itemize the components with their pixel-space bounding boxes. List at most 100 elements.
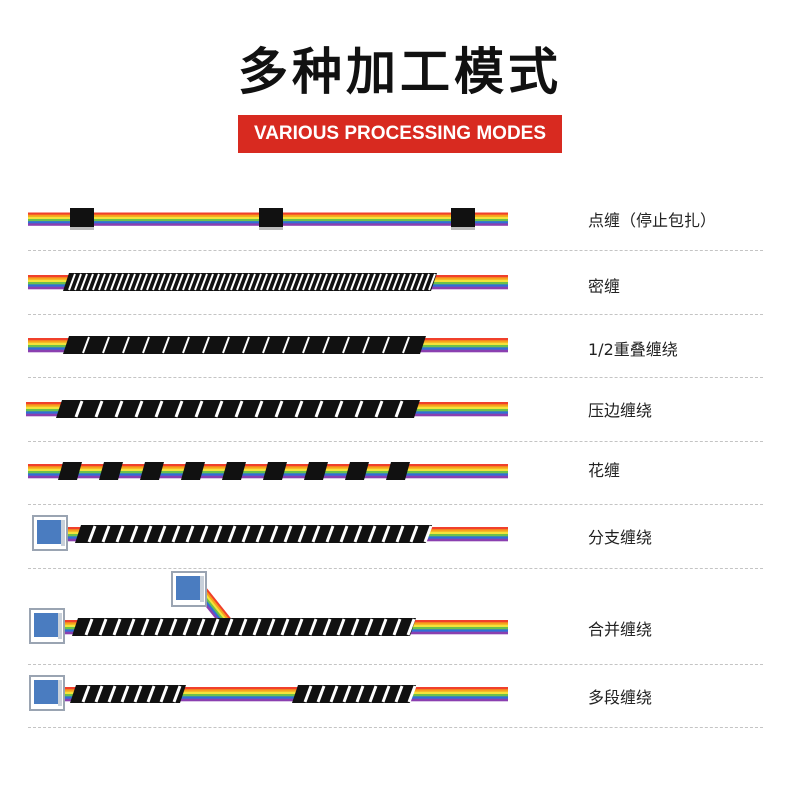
mode-label: 压边缠绕 — [588, 401, 653, 420]
tape-overlap-line — [68, 273, 76, 291]
wrap-segment — [56, 400, 420, 418]
tape-overlap-line — [296, 273, 304, 291]
tape-overlap-line — [404, 273, 412, 291]
mode-row-pattern: 花缠 — [0, 448, 800, 498]
tape-overlap-line — [159, 685, 169, 703]
tape-overlap-line — [344, 273, 352, 291]
tape-overlap-line — [102, 336, 110, 354]
row-divider — [28, 314, 763, 315]
tape-overlap-line — [284, 273, 292, 291]
tape-overlap-line — [222, 336, 230, 354]
tape-overlap-line — [368, 273, 376, 291]
pattern-wrap-diagram-icon — [28, 462, 508, 480]
ribbon-band — [56, 689, 508, 692]
tape-overlap-line — [294, 618, 304, 636]
ribbon-band — [56, 694, 508, 697]
tape-overlap-line — [122, 336, 130, 354]
tape-overlap-line — [314, 273, 322, 291]
branch-wrap-diagram-icon — [32, 515, 508, 551]
ribbon-band — [56, 691, 508, 695]
tape-overlap-line — [194, 400, 204, 418]
tape-overlap-line — [241, 525, 251, 543]
tape-overlap-line — [254, 273, 262, 291]
tape-overlap-line — [297, 525, 307, 543]
tape-overlap-line — [154, 400, 164, 418]
tape-overlap-line — [422, 273, 430, 291]
tape-overlap-line — [339, 525, 349, 543]
tape-overlap-line — [128, 273, 136, 291]
mode-label: 1/2重叠缠绕 — [588, 340, 678, 359]
tape-overlap-line — [164, 273, 172, 291]
tape-body — [63, 336, 426, 354]
multi-segment-wrap-diagram-icon — [29, 675, 508, 711]
tape-overlap-line — [238, 618, 248, 636]
tape-overlap-line — [394, 400, 404, 418]
connector-face — [37, 520, 61, 544]
tape-overlap-line — [101, 525, 111, 543]
tape-overlap-line — [188, 273, 196, 291]
tape-overlap-line — [114, 400, 124, 418]
row-divider — [28, 441, 763, 442]
tape-overlap-line — [218, 273, 226, 291]
tape-overlap-line — [120, 685, 130, 703]
tape-overlap-line — [212, 273, 220, 291]
tape-overlap-line — [290, 273, 298, 291]
mode-label: 多段缠绕 — [588, 688, 653, 707]
tape-overlap-line — [329, 685, 339, 703]
tape-overlap-line — [260, 273, 268, 291]
tape-overlap-line — [398, 273, 406, 291]
tape-overlap-line — [416, 273, 424, 291]
tape-overlap-line — [283, 525, 293, 543]
tape-overlap-line — [122, 273, 130, 291]
tape-overlap-line — [252, 618, 262, 636]
spot-tape-block — [259, 227, 283, 230]
tape-overlap-line — [350, 273, 358, 291]
pattern-tape-block — [304, 462, 328, 480]
tape-overlap-line — [182, 273, 190, 291]
edge-press-wrap-diagram-icon — [26, 400, 508, 418]
tape-overlap-line — [234, 400, 244, 418]
tape-overlap-line — [242, 273, 250, 291]
tape-overlap-line — [152, 273, 160, 291]
tape-overlap-line — [185, 525, 195, 543]
tape-overlap-line — [423, 525, 433, 543]
tape-overlap-line — [82, 336, 90, 354]
tape-overlap-line — [326, 273, 334, 291]
tape-overlap-line — [140, 618, 150, 636]
spot-tape-block — [70, 208, 94, 228]
pattern-tape-block — [345, 462, 369, 480]
tape-overlap-line — [74, 400, 84, 418]
tape-overlap-line — [382, 336, 390, 354]
tape-overlap-line — [116, 273, 124, 291]
tape-overlap-line — [410, 273, 418, 291]
tape-overlap-line — [214, 400, 224, 418]
tape-overlap-line — [146, 273, 154, 291]
tape-overlap-line — [278, 273, 286, 291]
wrap-segment — [63, 273, 437, 291]
tape-overlap-line — [227, 525, 237, 543]
tape-overlap-line — [380, 273, 388, 291]
tape-overlap-line — [92, 273, 100, 291]
mode-row-half: 1/2重叠缠绕 — [0, 321, 800, 371]
tape-overlap-line — [303, 685, 313, 703]
tape-overlap-line — [316, 685, 326, 703]
tape-overlap-line — [162, 336, 170, 354]
tape-overlap-line — [143, 525, 153, 543]
tape-overlap-line — [236, 273, 244, 291]
tape-overlap-line — [402, 336, 410, 354]
mode-row-dense: 密缠 — [0, 258, 800, 308]
tape-overlap-line — [394, 685, 404, 703]
tape-overlap-line — [199, 525, 209, 543]
tape-overlap-line — [157, 525, 167, 543]
tape-overlap-line — [332, 273, 340, 291]
ribbon-band — [56, 687, 508, 690]
tape-overlap-line — [353, 525, 363, 543]
row-divider — [28, 504, 763, 505]
tape-overlap-line — [314, 400, 324, 418]
wrap-segment — [75, 525, 433, 543]
tape-overlap-line — [409, 525, 419, 543]
tape-overlap-line — [269, 525, 279, 543]
mode-label: 分支缠绕 — [588, 528, 653, 547]
tape-overlap-line — [322, 618, 332, 636]
spot-tape-block — [70, 227, 94, 230]
